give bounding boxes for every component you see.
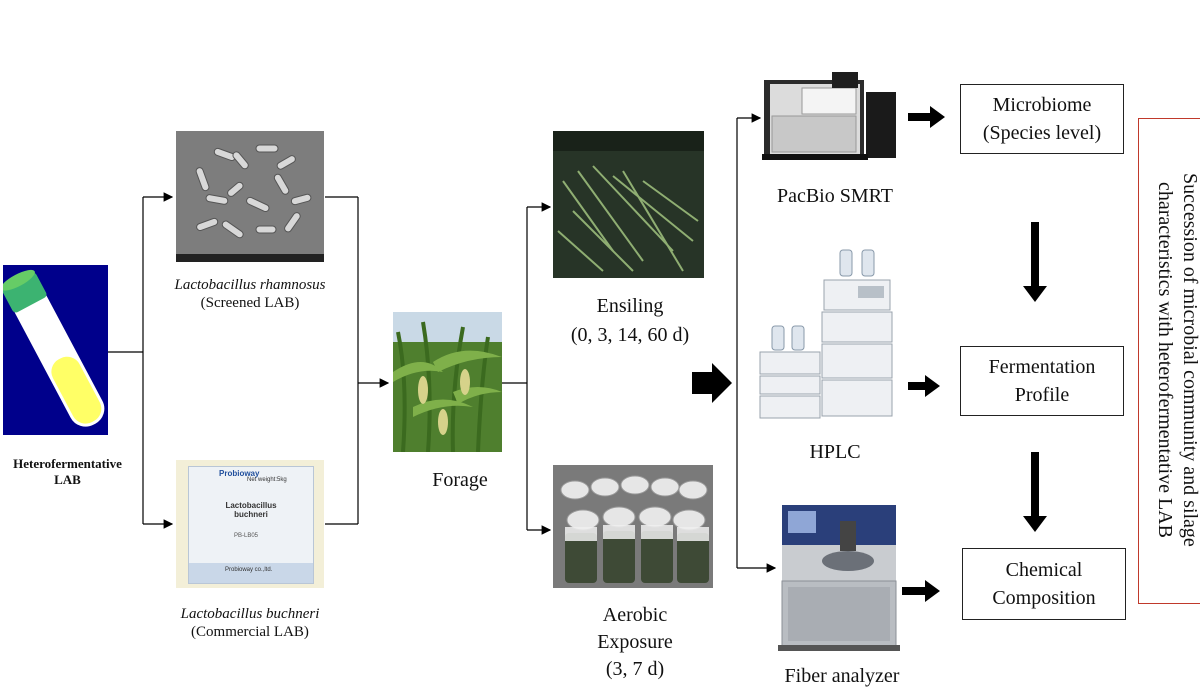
tube-branch-lines	[108, 192, 174, 529]
corn-plant-icon	[393, 312, 502, 452]
pacbio-sequencer-image	[762, 70, 900, 162]
ensiling-bag-image	[553, 131, 704, 278]
aerobic-jars-image	[553, 465, 713, 588]
forage-split-lines	[500, 202, 552, 535]
fermentation-line1: Fermentation	[988, 356, 1096, 378]
commercial-packet-image: Probioway Net weight:5kg Lactobacillus b…	[176, 460, 324, 588]
fermentation-line2: Profile	[1014, 384, 1070, 406]
big-arrow-to-instruments	[692, 363, 732, 403]
screened-label: Lactobacillus rhamnosus (Screened LAB)	[150, 276, 350, 312]
branch-merge-lines	[325, 196, 390, 525]
aerobic-label: Aerobic Exposure (3, 7 d)	[560, 602, 710, 683]
packet-name: Lactobacillus buchneri	[209, 501, 293, 519]
chemical-line1: Chemical	[1005, 559, 1083, 581]
source-label-line1: Heterofermentative	[13, 456, 122, 471]
arrow-fermentation-to-chemical	[1023, 452, 1047, 532]
chemical-box: Chemical Composition	[962, 548, 1126, 620]
arrow-microbiome-to-fermentation	[1023, 222, 1047, 302]
instrument-tree-lines	[736, 113, 777, 573]
fiber-label: Fiber analyzer	[784, 665, 900, 687]
commercial-label: Lactobacillus buchneri (Commercial LAB)	[150, 605, 350, 641]
fiber-analyzer-icon	[778, 505, 900, 651]
fermentation-box: Fermentation Profile	[960, 346, 1124, 416]
microbiome-box: Microbiome (Species level)	[960, 84, 1124, 154]
packet-company: Probioway co.,ltd.	[225, 567, 273, 573]
microbiome-line2: (Species level)	[982, 122, 1102, 144]
screened-note: (Screened LAB)	[200, 295, 300, 311]
commercial-species: Lactobacillus buchneri	[180, 606, 320, 622]
microbiome-line1: Microbiome	[992, 94, 1092, 116]
lab-tube-image	[0, 265, 108, 435]
test-tube-icon	[0, 269, 105, 427]
conclusion-line1: Succession of microbial community and si…	[1179, 173, 1200, 547]
jars-icon	[553, 465, 713, 588]
pacbio-label: PacBio SMRT	[776, 185, 894, 207]
aerobic-line1: Aerobic	[602, 604, 668, 626]
ensiling-line1: Ensiling	[596, 295, 664, 317]
packet-bag: Probioway Net weight:5kg Lactobacillus b…	[188, 466, 314, 584]
conclusion-border	[1138, 118, 1200, 604]
ensiling-line2: (0, 3, 14, 60 d)	[570, 324, 690, 346]
screened-species: Lactobacillus rhamnosus	[174, 277, 326, 293]
forage-field-image	[393, 312, 502, 452]
hplc-instrument-image	[758, 240, 908, 422]
conclusion-text: Succession of microbial community and si…	[1152, 140, 1200, 580]
packet-band	[189, 563, 313, 583]
sem-micrograph-image	[176, 131, 324, 262]
source-label-line2: LAB	[54, 471, 81, 487]
packet-name-line1: Lactobacillus	[225, 501, 277, 510]
source-label: Heterofermentative LAB	[0, 456, 135, 487]
arrow-pacbio-to-microbiome	[908, 106, 945, 128]
hplc-icon	[759, 249, 893, 419]
conclusion-line2: characteristics with heterofermentative …	[1154, 182, 1176, 538]
commercial-note: (Commercial LAB)	[191, 624, 309, 640]
forage-label: Forage	[432, 469, 488, 491]
packet-name-line2: buchneri	[234, 510, 268, 519]
packet-brand: Probioway	[219, 469, 260, 478]
hplc-label: HPLC	[809, 441, 861, 463]
sequencer-icon	[762, 72, 896, 160]
aerobic-line2: Exposure	[597, 631, 673, 653]
arrow-hplc-to-fermentation	[902, 375, 940, 397]
arrow-fiber-to-chemical	[902, 580, 940, 602]
packet-code: PB-LB05	[234, 533, 259, 539]
silage-bag-icon	[553, 131, 704, 278]
fiber-analyzer-image	[778, 503, 900, 651]
packet-weight: Net weight:5kg	[247, 477, 287, 483]
chemical-line2: Composition	[992, 587, 1096, 609]
bacteria-icon	[176, 131, 324, 262]
ensiling-label: Ensiling (0, 3, 14, 60 d)	[555, 292, 705, 350]
aerobic-line3: (3, 7 d)	[605, 658, 665, 680]
